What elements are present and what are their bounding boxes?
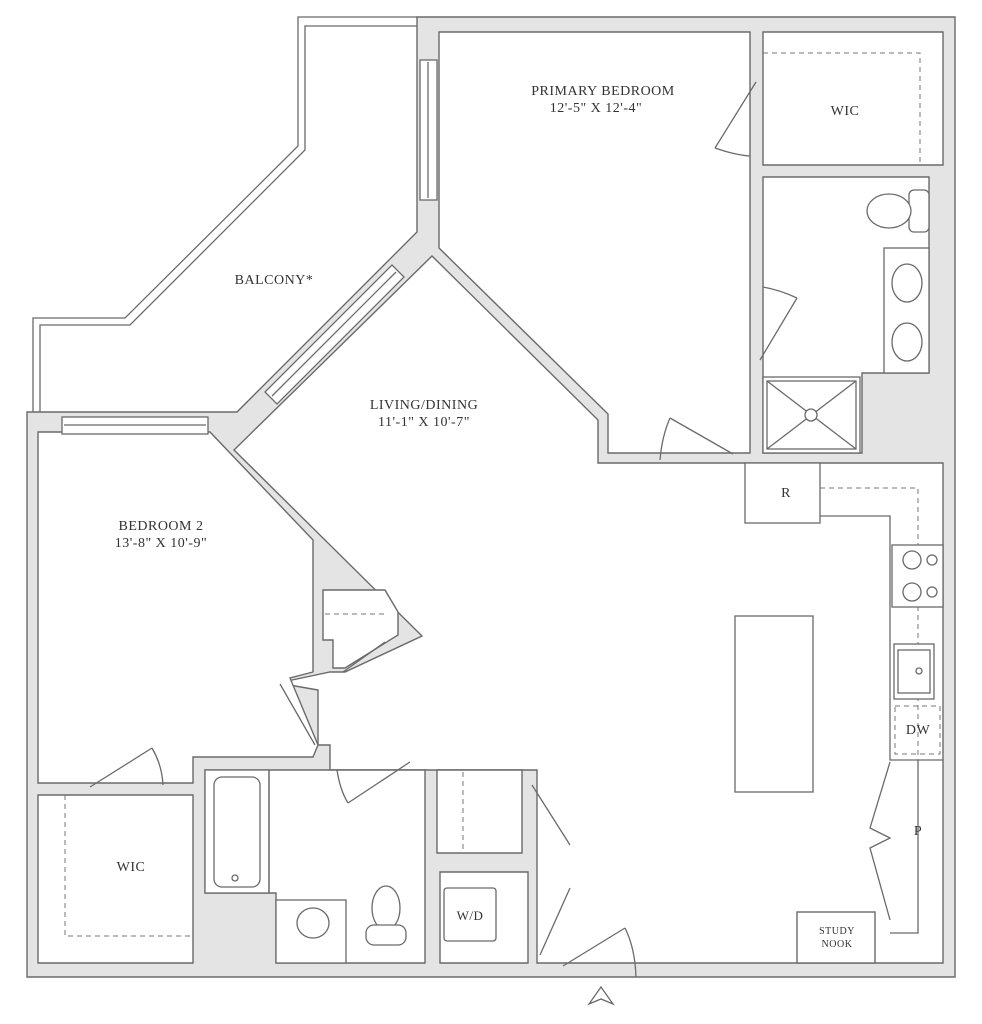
kitchen-island <box>734 615 814 793</box>
kitchen-sink <box>893 643 935 700</box>
shower <box>762 376 861 454</box>
wic-2-shelf <box>64 795 193 937</box>
living-dining-label: LIVING/DINING <box>370 398 478 413</box>
kitchen-counter <box>820 515 943 761</box>
study-nook <box>796 911 876 964</box>
wic-primary-label: WIC <box>831 104 860 119</box>
bedroom-2-label: BEDROOM 2 <box>118 519 203 534</box>
door-pantry <box>869 761 892 921</box>
window-bedroom-2 <box>61 416 209 435</box>
door-primary-wic <box>714 81 757 157</box>
window-primary-bedroom <box>419 59 438 201</box>
wic-2-room <box>37 794 194 964</box>
wic-primary-shelf <box>763 52 921 165</box>
range-cooktop <box>891 544 944 608</box>
dishwasher-label: DW <box>906 723 931 738</box>
balcony <box>32 16 417 414</box>
door-linen <box>531 784 571 846</box>
primary-bedroom-size: 12'-5" X 12'-4" <box>550 101 642 116</box>
door-primary-bath <box>759 286 798 361</box>
bedroom-2-size: 13'-8" X 10'-9" <box>115 536 207 551</box>
door-wic-2 <box>89 747 164 788</box>
vanity-bath-2 <box>275 899 347 964</box>
toilet-bath-2 <box>365 885 407 946</box>
balcony-label: BALCONY* <box>235 273 314 288</box>
primary-bedroom-label: PRIMARY BEDROOM <box>531 84 675 99</box>
primary-wic-room <box>762 31 944 166</box>
pantry: P <box>890 760 922 934</box>
toilet-primary <box>866 189 930 233</box>
north-arrow-icon <box>587 985 615 1006</box>
hall-closet <box>322 589 399 669</box>
dishwasher: DW <box>894 705 941 755</box>
study-nook-label-1: STUDY <box>819 926 855 937</box>
bedroom-2-room <box>37 431 319 784</box>
linen-closet <box>436 769 523 854</box>
living-dining-size: 11'-1" X 10'-7" <box>378 415 470 430</box>
pantry-label: P <box>914 824 922 839</box>
refrigerator-label: R <box>781 486 791 501</box>
door-bath-2 <box>336 761 411 804</box>
sliding-door-balcony <box>264 264 405 405</box>
door-bedroom-2 <box>279 683 316 746</box>
sink-icon <box>891 263 923 303</box>
bathtub <box>204 769 270 894</box>
refrigerator: R <box>744 462 821 524</box>
door-primary-bedroom <box>659 417 734 461</box>
wic-2-label: WIC <box>117 860 146 875</box>
door-hall-closet <box>342 641 386 673</box>
primary-bedroom-room <box>438 31 751 454</box>
sink-icon <box>891 322 923 362</box>
washer-dryer: W/D <box>443 887 497 942</box>
study-nook-label-2: NOOK <box>822 939 853 950</box>
washer-dryer-label: W/D <box>457 908 484 923</box>
door-laundry <box>539 887 571 956</box>
entry-door[interactable] <box>562 927 637 978</box>
